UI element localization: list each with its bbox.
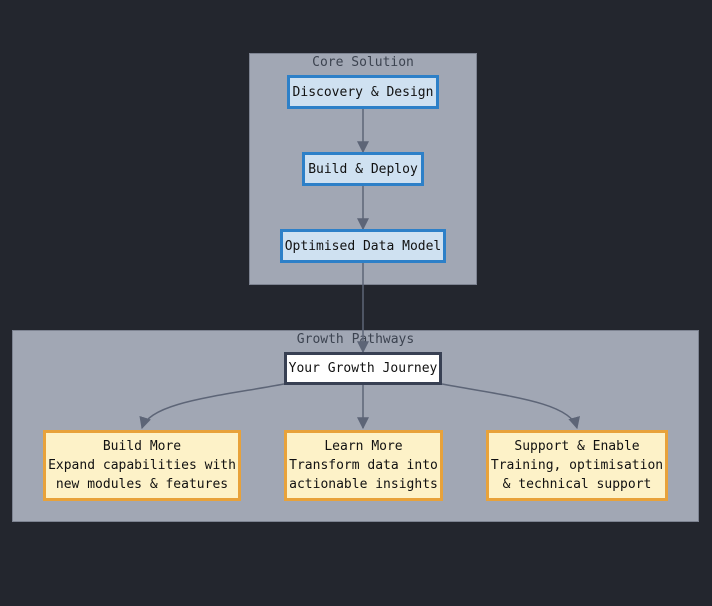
node-learn-more-line1: Transform data into bbox=[289, 458, 438, 473]
cluster-title-growth-pathways: Growth Pathways bbox=[296, 332, 415, 347]
node-learn-more: Learn More Transform data into actionabl… bbox=[284, 430, 443, 501]
node-build-more-line2: new modules & features bbox=[55, 477, 229, 492]
node-growth-journey: Your Growth Journey bbox=[284, 352, 442, 385]
node-build-deploy: Build & Deploy bbox=[302, 152, 424, 186]
node-build-more: Build More Expand capabilities with new … bbox=[43, 430, 241, 501]
node-optimised-data-model-label: Optimised Data Model bbox=[284, 238, 442, 254]
node-build-deploy-label: Build & Deploy bbox=[308, 161, 418, 177]
node-growth-journey-label: Your Growth Journey bbox=[288, 361, 438, 376]
cluster-title-core-solution: Core Solution bbox=[312, 55, 414, 70]
node-support-enable: Support & Enable Training, optimisation … bbox=[486, 430, 668, 501]
node-support-enable-line1: Training, optimisation bbox=[490, 458, 664, 473]
node-build-more-line1: Expand capabilities with bbox=[48, 458, 236, 473]
node-discovery-design: Discovery & Design bbox=[287, 75, 439, 109]
node-support-enable-line2: & technical support bbox=[502, 477, 652, 492]
node-optimised-data-model: Optimised Data Model bbox=[280, 229, 446, 263]
node-build-more-title: Build More bbox=[102, 439, 182, 454]
node-learn-more-line2: actionable insights bbox=[289, 477, 438, 492]
node-learn-more-title: Learn More bbox=[324, 439, 403, 454]
node-discovery-design-label: Discovery & Design bbox=[292, 84, 434, 100]
node-support-enable-title: Support & Enable bbox=[514, 439, 640, 454]
